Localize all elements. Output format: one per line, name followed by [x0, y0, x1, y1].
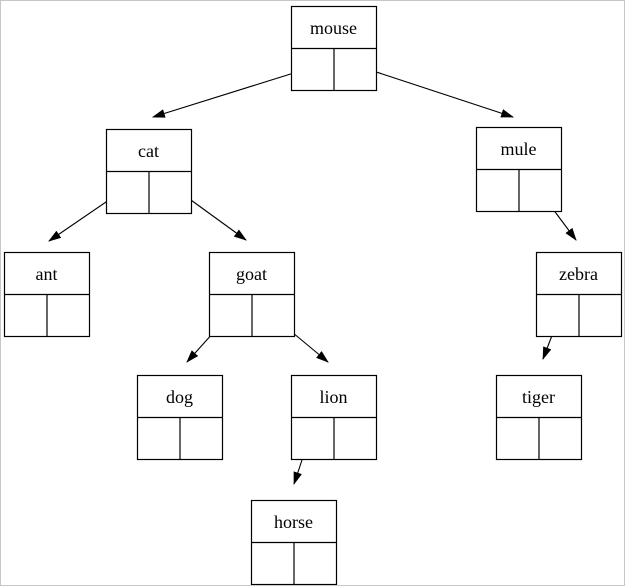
tree-node-tiger: tiger [495, 374, 583, 461]
node-label-ant: ant [36, 264, 58, 284]
node-label-goat: goat [236, 264, 267, 284]
node-label-horse: horse [274, 512, 313, 532]
node-label-cat: cat [138, 141, 159, 161]
tree-node-goat: goat [208, 251, 296, 338]
tree-node-horse: horse [250, 499, 338, 585]
node-label-mule: mule [501, 139, 537, 159]
node-label-dog: dog [166, 387, 193, 407]
nodes-layer: mouse cat mule ant goat zebra dog lion tiger hors… [3, 5, 623, 585]
tree-node-cat: cat [105, 128, 193, 215]
node-label-mouse: mouse [310, 18, 357, 38]
tree-node-ant: ant [3, 251, 91, 338]
tree-node-lion: lion [290, 374, 378, 461]
node-label-zebra: zebra [559, 264, 598, 284]
tree-node-dog: dog [136, 374, 224, 461]
edge-mouse-mule [354, 64, 515, 118]
tree-node-mouse: mouse [290, 5, 378, 92]
edge-mouse-cat [151, 66, 314, 118]
tree-node-mule: mule [475, 126, 563, 213]
tree-node-zebra: zebra [535, 251, 623, 338]
node-label-lion: lion [319, 387, 347, 407]
node-label-tiger: tiger [522, 387, 555, 407]
